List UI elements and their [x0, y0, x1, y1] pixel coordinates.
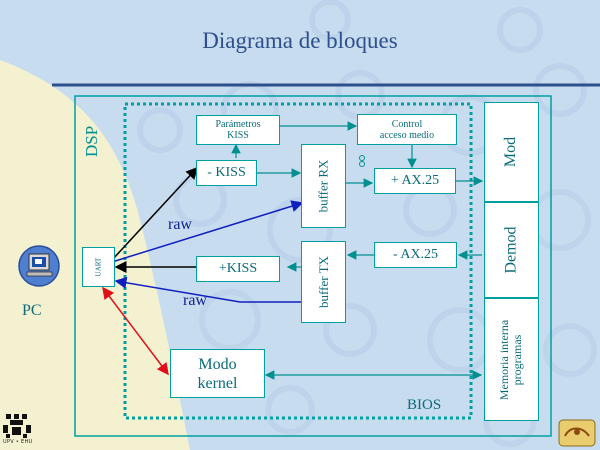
modo-kernel-block: Modo kernel: [170, 349, 265, 398]
arrow-uart-modo-kernel: [102, 286, 169, 376]
buffer-rx-block: buffer RX: [301, 144, 346, 228]
buffer-tx-block: buffer TX: [301, 241, 346, 323]
logo-caption: UPV • EHU: [3, 439, 33, 445]
acceso-medio-label: acceso medio: [379, 129, 435, 141]
programas-label: programas: [510, 334, 525, 385]
small-node-icon: [359, 155, 365, 161]
parametros-kiss-block: Parámetros KISS: [196, 115, 280, 145]
uart-block: UART: [82, 247, 115, 287]
mod-label: Mod: [502, 136, 520, 168]
small-node-icon: [359, 161, 365, 167]
modo-label: Modo: [198, 355, 237, 373]
minus-ax25-label: - AX.25: [392, 247, 439, 262]
uart-label: UART: [94, 257, 103, 277]
upv-ehu-logo-icon: [3, 414, 31, 438]
plus-kiss-label: +KISS: [218, 261, 258, 276]
arrow-uart-to-minus-kiss: [111, 166, 199, 261]
memoria-label-group: Memoria interna programas: [498, 319, 525, 399]
slide-title: Diagrama de bloques: [202, 28, 398, 53]
mod-block: Mod: [484, 102, 539, 202]
minus-kiss-label: - KISS: [207, 165, 246, 180]
buffer-tx-label: buffer TX: [315, 256, 331, 308]
memoria-block: Memoria interna programas: [484, 298, 539, 421]
minus-ax25-block: - AX.25: [374, 242, 457, 268]
pc-computer-icon: [18, 245, 60, 287]
demod-block: Demod: [484, 202, 539, 298]
control-acceso-block: Control acceso medio: [357, 114, 457, 145]
raw-label-top: raw: [168, 216, 192, 233]
minus-kiss-block: - KISS: [196, 160, 257, 186]
dsp-frame: [74, 95, 552, 437]
kernel-label: kernel: [197, 374, 238, 392]
pc-label: PC: [22, 302, 42, 319]
raw-label-bottom: raw: [183, 292, 207, 309]
emblem-icon: [558, 419, 596, 447]
plus-kiss-block: +KISS: [196, 256, 280, 282]
dsp-label: DSP: [82, 125, 101, 157]
plus-ax25-block: + AX.25: [374, 168, 456, 194]
parametros-label: Parámetros: [215, 119, 261, 130]
control-label: Control: [391, 118, 423, 130]
bios-label: BIOS: [407, 397, 442, 413]
buffer-rx-label: buffer RX: [315, 159, 331, 213]
demod-label: Demod: [502, 226, 520, 274]
plus-ax25-label: + AX.25: [390, 173, 440, 188]
kiss-label: KISS: [227, 130, 249, 141]
arrow-raw-to-buffer-rx: [111, 200, 304, 263]
